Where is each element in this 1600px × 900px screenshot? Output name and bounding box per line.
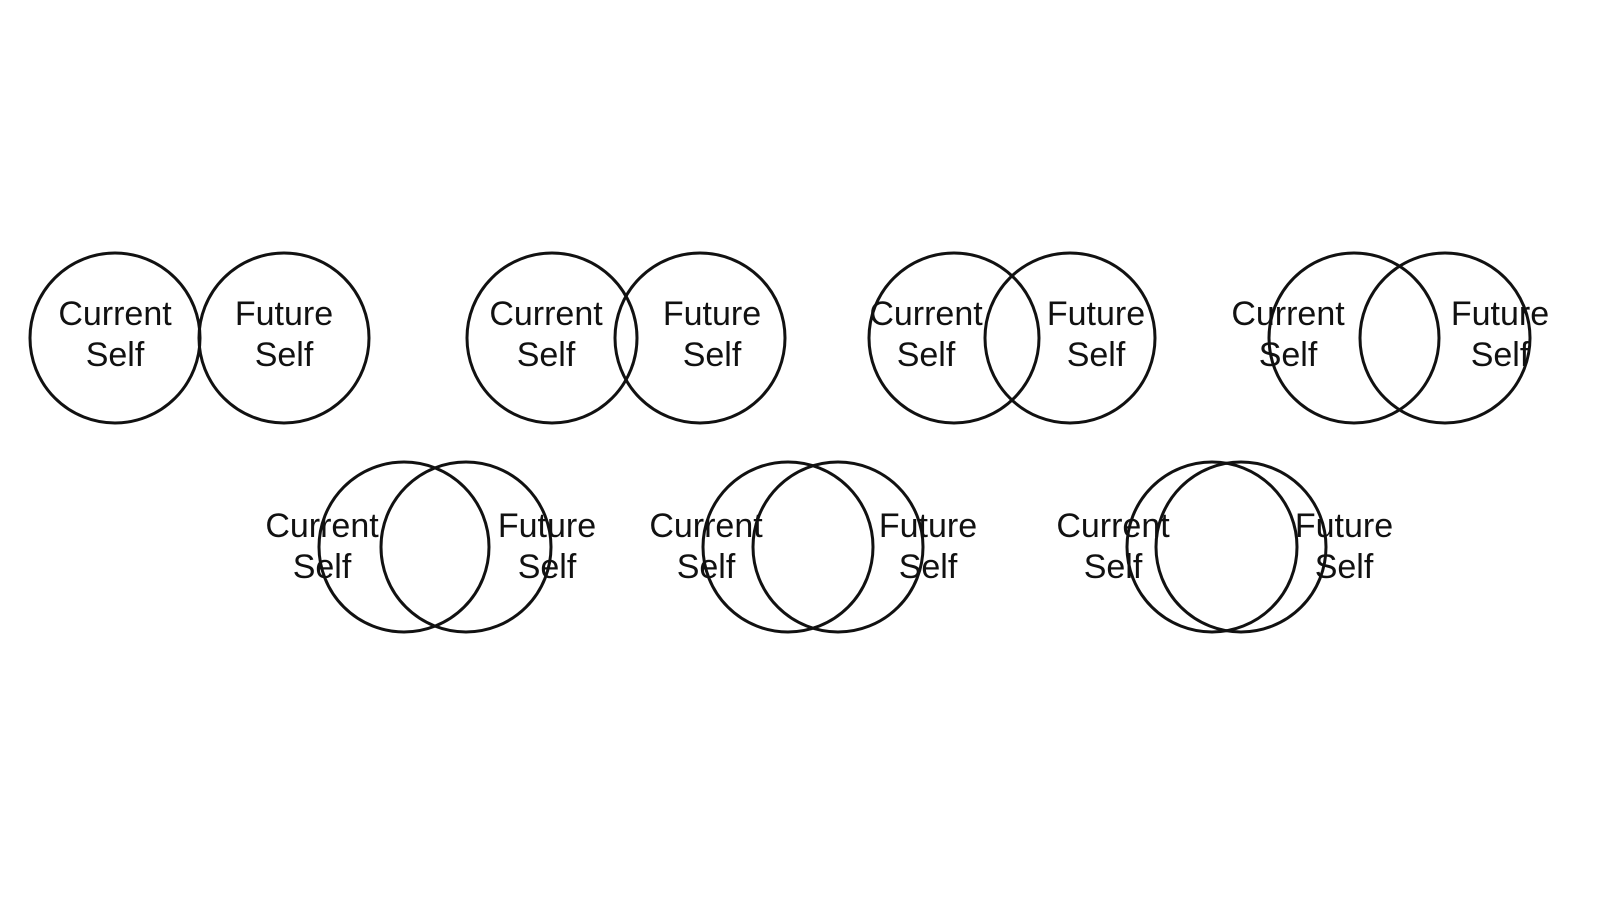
current-self-label-line1: Current xyxy=(58,295,172,333)
current-self-label-line1: Current xyxy=(265,507,379,545)
future-self-circle xyxy=(613,251,787,425)
current-self-label-line2: Self xyxy=(1259,336,1318,374)
current-self-circle xyxy=(867,251,1041,425)
current-self-label-line2: Self xyxy=(293,548,352,586)
future-self-circle xyxy=(1154,460,1328,634)
current-self-label-line2: Self xyxy=(1084,548,1143,586)
future-self-label-line2: Self xyxy=(899,548,958,586)
current-self-circle xyxy=(1125,460,1299,634)
future-self-label-line2: Self xyxy=(255,336,314,374)
current-self-circle xyxy=(1267,251,1441,425)
future-self-label-line2: Self xyxy=(1471,336,1530,374)
future-self-label-line1: Future xyxy=(498,507,596,545)
current-self-label-line1: Current xyxy=(489,295,603,333)
future-self-label-line1: Future xyxy=(663,295,761,333)
future-self-label-line2: Self xyxy=(683,336,742,374)
current-self-label-line2: Self xyxy=(86,336,145,374)
future-self-label-line1: Future xyxy=(1451,295,1549,333)
future-self-circle xyxy=(379,460,553,634)
current-self-label-line1: Current xyxy=(1056,507,1170,545)
future-self-label-line1: Future xyxy=(235,295,333,333)
current-self-label-line2: Self xyxy=(897,336,956,374)
current-self-circle xyxy=(317,460,491,634)
future-self-label-line1: Future xyxy=(1295,507,1393,545)
diagram-group: CurrentSelfFutureSelfCurrentSelfFutureSe… xyxy=(28,251,1549,634)
future-self-circle xyxy=(1358,251,1532,425)
current-self-label-line1: Current xyxy=(869,295,983,333)
future-self-circle xyxy=(983,251,1157,425)
future-self-label-line1: Future xyxy=(1047,295,1145,333)
future-self-label-line1: Future xyxy=(879,507,977,545)
future-self-label-line2: Self xyxy=(518,548,577,586)
current-self-label-line2: Self xyxy=(677,548,736,586)
future-self-circle xyxy=(751,460,925,634)
current-self-label-line2: Self xyxy=(517,336,576,374)
future-self-circle xyxy=(197,251,371,425)
future-self-label-line2: Self xyxy=(1315,548,1374,586)
current-self-label-line1: Current xyxy=(1231,295,1345,333)
future-self-label-line2: Self xyxy=(1067,336,1126,374)
current-self-circle xyxy=(465,251,639,425)
current-self-circle xyxy=(701,460,875,634)
current-self-label-line1: Current xyxy=(649,507,763,545)
